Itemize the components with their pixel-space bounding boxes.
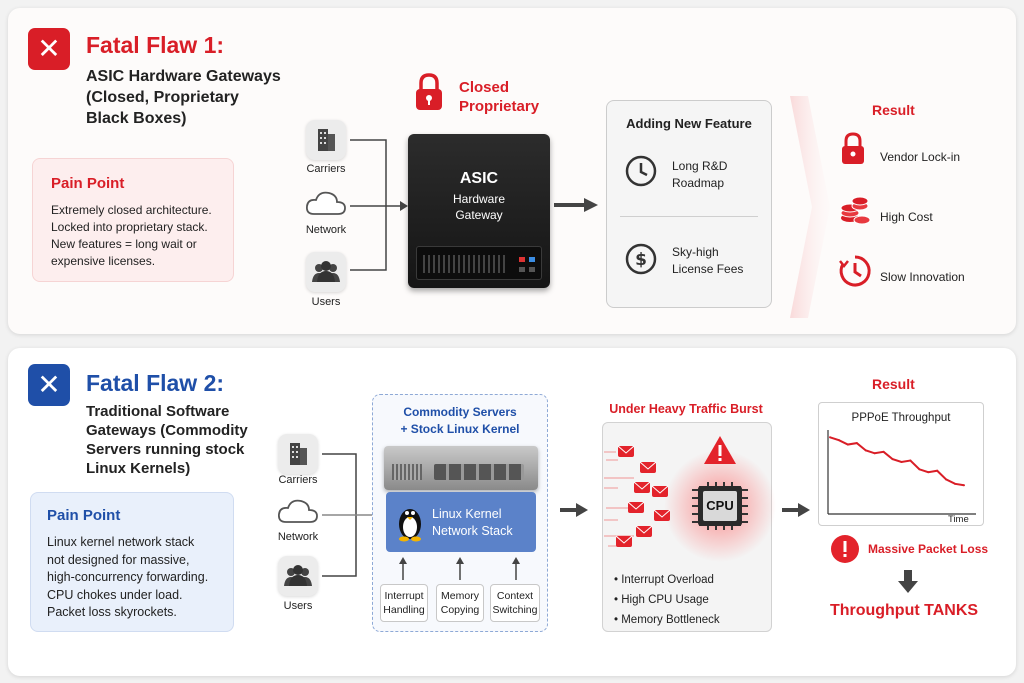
burst-title: Under Heavy Traffic Burst: [609, 402, 763, 416]
throughput-point: [936, 469, 939, 472]
lock-icon: [840, 132, 866, 171]
slow-clock-icon: [838, 254, 872, 293]
packet-loss-label: Massive Packet Loss: [868, 542, 989, 556]
arrow-right-icon: [554, 198, 598, 212]
throughput-tanks-label: Throughput TANKS: [829, 602, 979, 619]
arrow-down-icon: [898, 570, 918, 593]
svg-text:$: $: [635, 250, 647, 270]
asic-gateway-box: ASIC Hardware Gateway: [408, 134, 550, 288]
input-label-users: Users: [283, 600, 313, 612]
cloud-icon: [304, 188, 348, 225]
close-icon: ✕: [28, 364, 70, 406]
flaw-1-subtitle: ASIC Hardware Gateways (Closed, Propriet…: [86, 68, 281, 127]
throughput-point: [829, 436, 831, 439]
throughput-point: [963, 484, 965, 487]
throughput-point: [909, 459, 912, 462]
feature-item-license: Sky-high License Fees: [672, 245, 744, 276]
kernel-item-interrupt: Interrupt Handling: [380, 584, 428, 622]
result-title-1: Result: [872, 102, 915, 118]
input-label-carriers: Carriers: [278, 474, 318, 486]
flaw-2-title: Fatal Flaw 2:: [86, 370, 225, 396]
throughput-point: [918, 468, 921, 471]
throughput-point: [927, 471, 930, 474]
cpu-label: CPU: [706, 498, 734, 513]
dollar-icon: $: [624, 242, 658, 281]
flaw-1-title: Fatal Flaw 1:: [86, 32, 225, 58]
throughput-point: [864, 449, 867, 452]
status-led: [529, 257, 535, 262]
throughput-point: [882, 450, 885, 453]
burst-bullets: • Interrupt Overload • High CPU Usage • …: [614, 574, 720, 626]
feature-box-title: Adding New Feature: [626, 116, 752, 131]
building-icon: [306, 120, 346, 160]
kernel-arrows: [399, 557, 520, 580]
commodity-server-title: Commodity Servers + Stock Linux Kernel: [400, 405, 520, 436]
coins-icon: [838, 194, 872, 233]
result-slow-innovation: Slow Innovation: [880, 270, 965, 284]
throughput-point: [855, 442, 858, 445]
feature-item-rnd: Long R&D Roadmap: [672, 159, 728, 190]
throughput-point: [846, 443, 849, 446]
divider: [620, 216, 758, 217]
chart-title: PPPoE Throughput: [851, 412, 951, 424]
arrow-right-icon: [560, 503, 588, 517]
pain-point-2: Pain Point Linux kernel network stack no…: [30, 492, 234, 632]
pain-point-1: Pain Point Extremely closed architecture…: [32, 158, 234, 282]
input-label-network: Network: [305, 224, 347, 236]
throughput-chart-box: [818, 402, 984, 526]
throughput-point: [891, 458, 894, 461]
closed-proprietary-label: Closed Proprietary: [459, 79, 540, 115]
input-connector-lines: [350, 139, 408, 271]
penguin-icon: [396, 502, 424, 547]
cloud-icon: [276, 496, 320, 533]
throughput-point: [900, 461, 903, 463]
users-icon: [278, 556, 318, 596]
result-high-cost: High Cost: [880, 210, 933, 224]
throughput-point: [837, 439, 840, 442]
result-chevron: [790, 96, 830, 318]
linux-kernel-label: Linux Kernel Network Stack: [432, 507, 513, 538]
result-vendor-lockin: Vendor Lock-in: [880, 150, 961, 164]
kernel-item-memory: Memory Copying: [436, 584, 484, 622]
arrow-right-icon: [782, 503, 810, 517]
flaw-2-subtitle: Traditional Software Gateways (Commodity…: [86, 403, 248, 477]
throughput-point: [954, 482, 957, 485]
traffic-burst-graphic: [604, 436, 776, 562]
building-icon: [278, 434, 318, 474]
clock-icon: [624, 154, 658, 193]
input-label-network: Network: [277, 531, 319, 543]
throughput-point: [873, 452, 876, 455]
throughput-chart: [827, 430, 976, 515]
result-title-2: Result: [872, 376, 915, 392]
asic-vent-grille: [416, 246, 542, 280]
input-label-users: Users: [311, 296, 341, 308]
close-icon: ✕: [28, 28, 70, 70]
input-label-carriers: Carriers: [306, 163, 346, 175]
users-icon: [306, 252, 346, 292]
status-led: [519, 257, 525, 262]
adding-new-feature-box: [606, 100, 772, 308]
throughput-series-line: [829, 436, 965, 487]
alert-icon: [830, 534, 860, 569]
chart-x-label: Time: [948, 514, 969, 525]
rack-server-icon: [384, 446, 538, 490]
lock-icon: [414, 72, 444, 117]
kernel-item-context: Context Switching: [490, 584, 540, 622]
throughput-point: [945, 478, 948, 481]
